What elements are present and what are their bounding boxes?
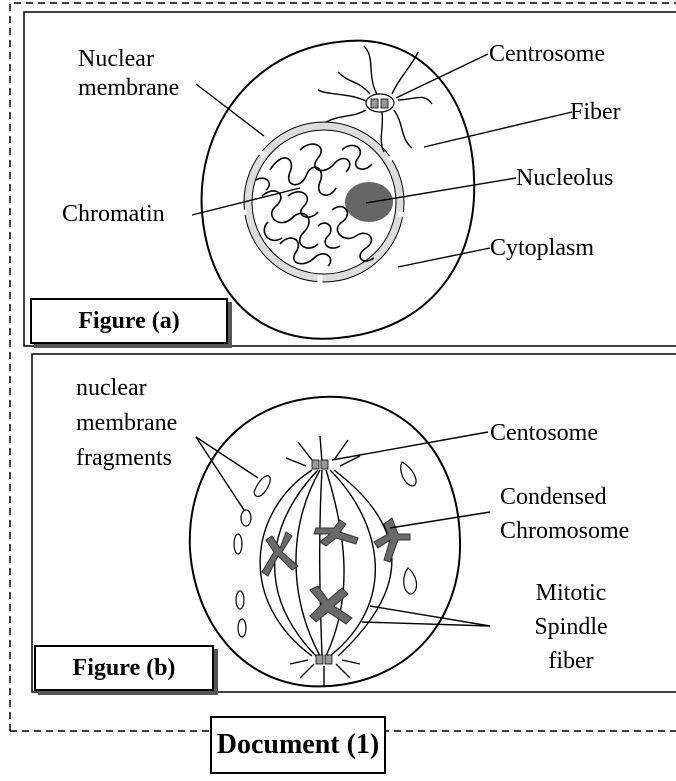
label-centosome: Centosome [490, 420, 598, 446]
label-chromatin: Chromatin [62, 201, 165, 227]
label-condensed-line2: Chromosome [500, 518, 629, 544]
label-mitotic-line1: Mitotic [496, 580, 646, 606]
chromosomes [262, 518, 410, 624]
label-nuclear-membrane-line1: Nuclear [78, 46, 154, 72]
label-condensed-line1: Condensed [500, 484, 607, 510]
label-mitotic-line3: fiber [496, 648, 646, 674]
chromosome-4 [310, 586, 352, 624]
mitotic-spindle [260, 436, 392, 686]
label-fragments-line2: membrane [76, 410, 177, 436]
centrosome-top [312, 460, 328, 469]
chromosome-1 [262, 532, 298, 576]
label-cytoplasm: Cytoplasm [490, 235, 594, 261]
label-centrosome: Centrosome [489, 41, 605, 67]
label-nucleolus: Nucleolus [516, 165, 613, 191]
centrosome-bottom [316, 655, 332, 664]
label-mitotic-line2: Spindle [496, 614, 646, 640]
label-fragments-line3: fragments [76, 445, 172, 471]
caption-figure-b: Figure (b) [34, 645, 214, 691]
caption-figure-a: Figure (a) [30, 298, 228, 344]
chromosome-3 [374, 518, 410, 562]
label-fiber: Fiber [570, 99, 621, 125]
label-nuclear-membrane-line2: membrane [78, 75, 179, 101]
label-fragments-line1: nuclear [76, 375, 147, 401]
document-title: Document (1) [210, 716, 386, 774]
